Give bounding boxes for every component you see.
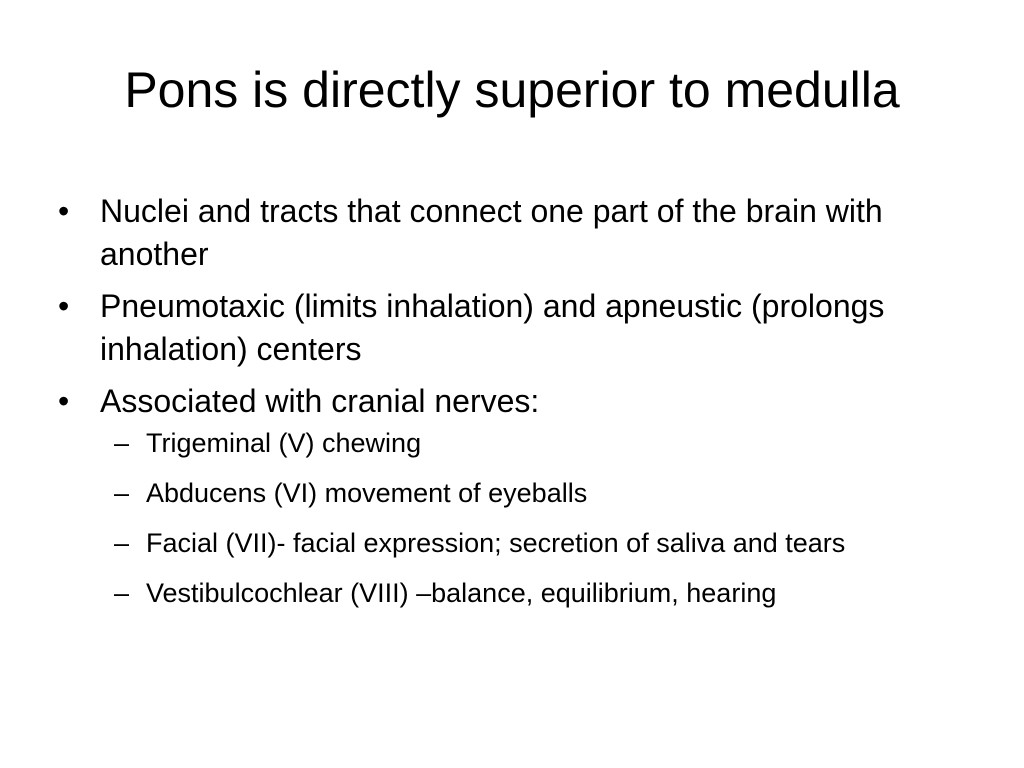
sub-bullet-list: – Trigeminal (V) chewing – Abducens (VI)… bbox=[100, 426, 958, 610]
bullet-marker: • bbox=[58, 383, 70, 419]
sub-bullet-item: – Facial (VII)- facial expression; secre… bbox=[100, 526, 966, 560]
slide-title: Pons is directly superior to medulla bbox=[124, 62, 900, 118]
bullet-marker: • bbox=[58, 288, 70, 324]
sub-bullet-text: Abducens (VI) movement of eyeballs bbox=[146, 478, 588, 508]
bullet-text: Associated with cranial nerves: bbox=[100, 383, 540, 419]
sub-bullet-text: Trigeminal (V) chewing bbox=[146, 428, 422, 458]
sub-bullet-marker: – bbox=[114, 528, 130, 558]
sub-bullet-text: Vestibulcochlear (VIII) –balance, equili… bbox=[146, 578, 777, 608]
bullet-item: • Pneumotaxic (limits inhalation) and ap… bbox=[58, 285, 958, 371]
sub-bullet-item: – Trigeminal (V) chewing bbox=[100, 426, 966, 460]
bullet-list: • Nuclei and tracts that connect one par… bbox=[58, 190, 958, 626]
bullet-text: Nuclei and tracts that connect one part … bbox=[100, 193, 883, 272]
sub-bullet-text: Facial (VII)- facial expression; secreti… bbox=[146, 528, 846, 558]
sub-bullet-item: – Abducens (VI) movement of eyeballs bbox=[100, 476, 966, 510]
sub-bullet-marker: – bbox=[114, 428, 130, 458]
sub-bullet-marker: – bbox=[114, 478, 130, 508]
bullet-item: • Nuclei and tracts that connect one par… bbox=[58, 190, 958, 276]
bullet-marker: • bbox=[58, 193, 70, 229]
sub-bullet-item: – Vestibulcochlear (VIII) –balance, equi… bbox=[100, 576, 966, 610]
sub-bullet-marker: – bbox=[114, 578, 130, 608]
bullet-text: Pneumotaxic (limits inhalation) and apne… bbox=[100, 288, 885, 367]
bullet-item: • Associated with cranial nerves: – Trig… bbox=[58, 380, 958, 610]
